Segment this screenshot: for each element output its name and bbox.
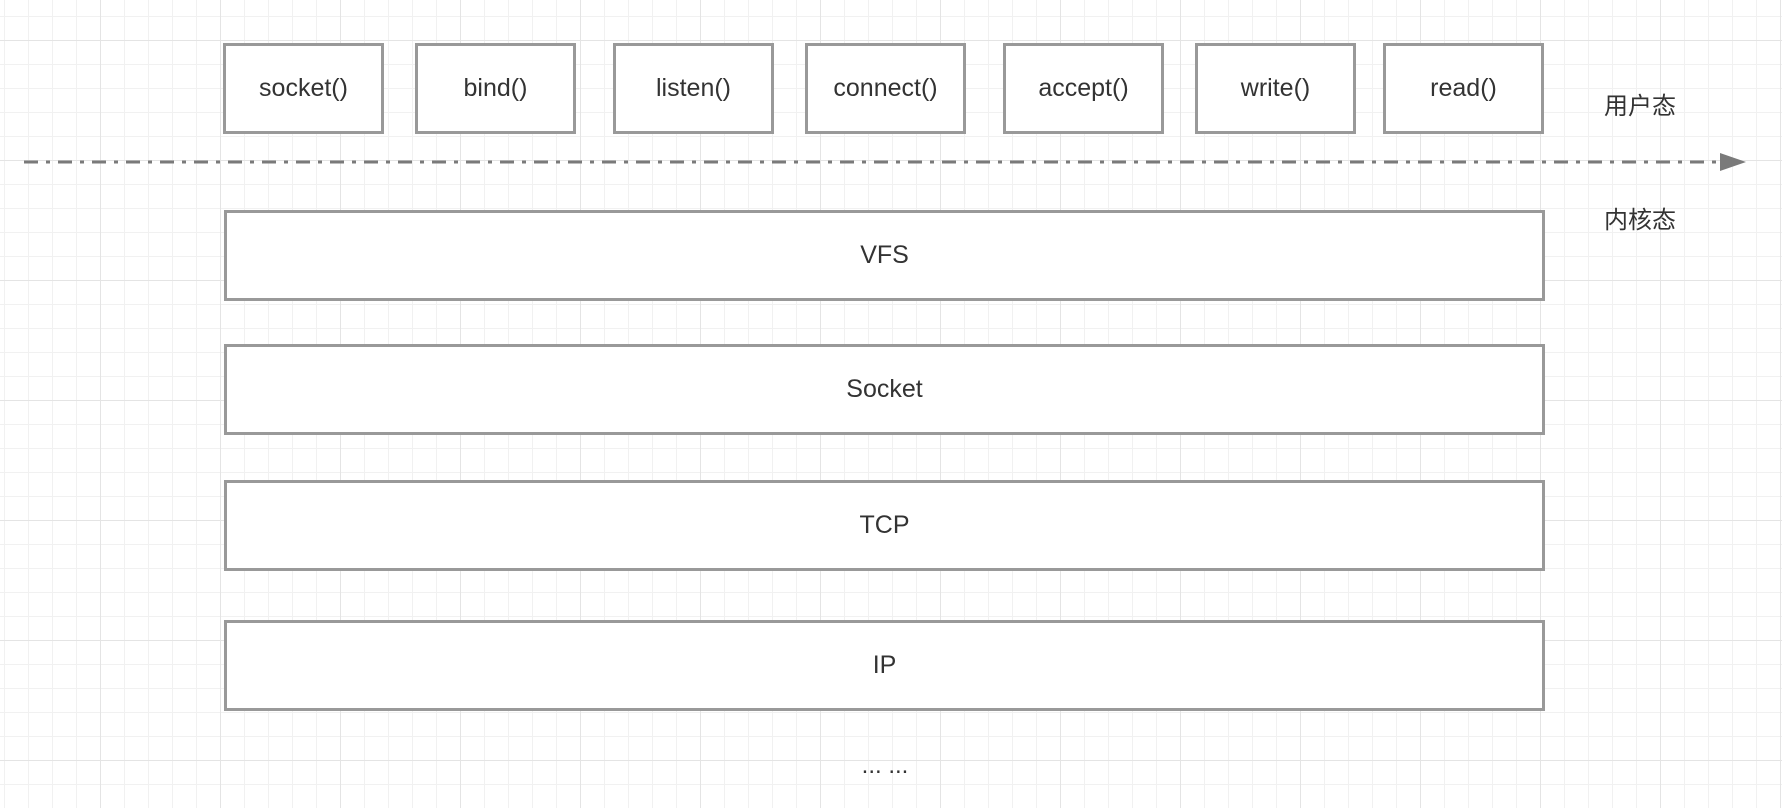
socket-layer-label: Socket [846,375,923,403]
ip-layer-label: IP [872,651,897,679]
accept-call-label: accept() [1038,74,1129,102]
tcp-layer-box: TCP [224,480,1545,571]
read-call-label: read() [1430,74,1497,102]
socket-call-label: socket() [259,74,348,102]
ip-layer-box: IP [224,620,1545,711]
read-call-box: read() [1383,43,1544,134]
arrow-head-icon [1720,153,1746,171]
vfs-layer-box: VFS [224,210,1545,301]
vfs-layer-label: VFS [860,241,909,269]
user-mode-label: 用户态 [1604,92,1676,120]
accept-call-box: accept() [1003,43,1164,134]
tcp-layer-label: TCP [859,511,910,539]
connect-call-label: connect() [833,74,938,102]
bind-call-box: bind() [415,43,576,134]
bind-call-label: bind() [463,74,528,102]
connect-call-box: connect() [805,43,966,134]
socket-call-box: socket() [223,43,384,134]
write-call-box: write() [1195,43,1356,134]
listen-call-label: listen() [655,74,731,102]
socket-layer-box: Socket [224,344,1545,435]
write-call-label: write() [1240,74,1311,102]
kernel-mode-label: 内核态 [1604,206,1676,234]
more-layers-ellipsis: ... ... [861,752,909,779]
listen-call-box: listen() [613,43,774,134]
